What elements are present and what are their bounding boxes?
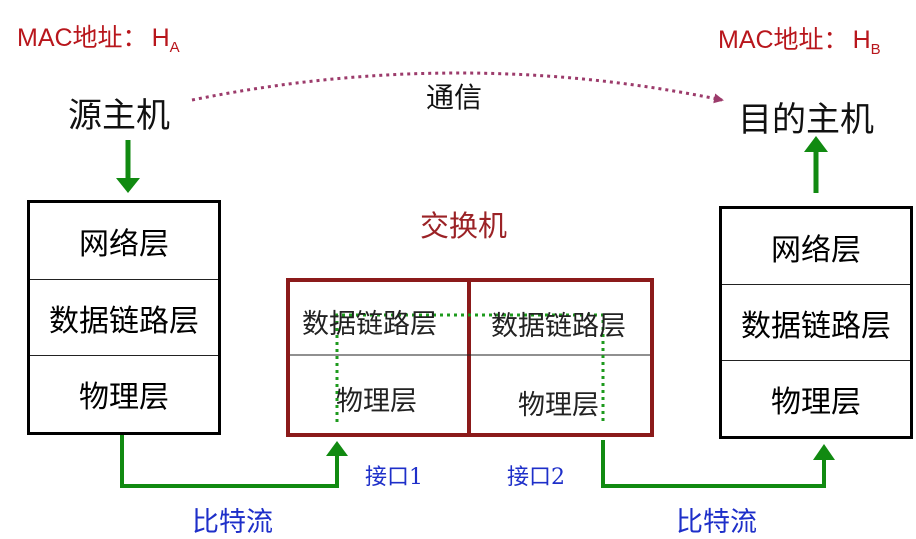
switch-right-datalink: 数据链路层 xyxy=(491,311,626,342)
source-physical-layer: 物理层 xyxy=(30,355,218,432)
dest-up-arrow xyxy=(804,136,828,193)
source-mac-prefix: MAC地址： xyxy=(17,24,148,52)
dest-mac-label: MAC地址：HB xyxy=(718,20,881,58)
communication-dotted-arrow xyxy=(191,71,724,104)
source-host-stack: 网络层 数据链路层 物理层 xyxy=(27,200,221,435)
dest-host-stack: 网络层 数据链路层 物理层 xyxy=(719,206,913,439)
source-mac-label: MAC地址：HA xyxy=(17,18,180,56)
dest-network-layer: 网络层 xyxy=(771,232,861,268)
switch-box xyxy=(286,278,654,437)
switch-title: 交换机 xyxy=(420,209,508,243)
dest-host-title: 目的主机 xyxy=(738,100,874,140)
bitstream-left-label: 比特流 xyxy=(192,507,273,538)
dest-mac-prefix: MAC地址： xyxy=(718,26,849,54)
port2-label: 接口2 xyxy=(507,465,565,490)
communication-label: 通信 xyxy=(426,81,483,114)
switch-right-physical: 物理层 xyxy=(518,390,599,421)
right-bitstream-path xyxy=(601,440,835,488)
dest-physical-layer: 物理层 xyxy=(722,360,910,436)
dest-mac-sub: B xyxy=(870,41,881,58)
switch-left-datalink: 数据链路层 xyxy=(302,309,437,340)
source-down-arrow xyxy=(116,140,140,193)
dest-mac-h: H xyxy=(852,26,871,54)
source-mac-sub: A xyxy=(169,39,180,56)
source-mac-h: H xyxy=(151,24,170,52)
source-host-title: 源主机 xyxy=(68,96,170,136)
source-datalink-layer: 数据链路层 xyxy=(30,278,218,356)
dest-datalink-layer: 数据链路层 xyxy=(722,284,910,360)
left-bitstream-path xyxy=(120,434,348,488)
source-network-layer: 网络层 xyxy=(79,226,169,262)
bitstream-right-label: 比特流 xyxy=(676,507,757,538)
switch-dotted-path xyxy=(335,313,605,422)
port1-label: 接口1 xyxy=(365,465,423,490)
switch-left-physical: 物理层 xyxy=(336,386,417,417)
